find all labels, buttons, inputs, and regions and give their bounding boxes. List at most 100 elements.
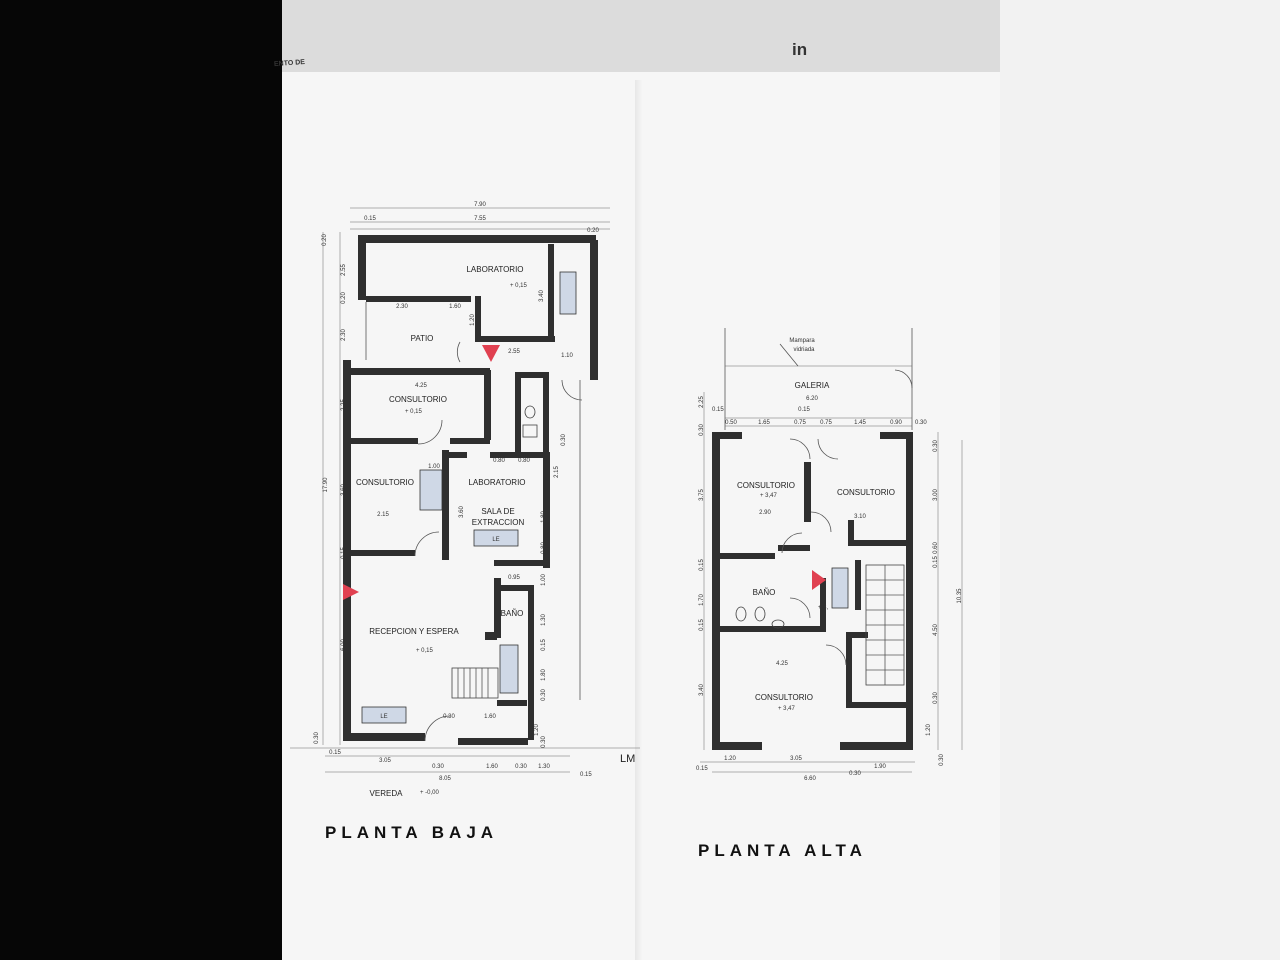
- sheet-fold: [635, 80, 643, 960]
- door-swing: [789, 597, 811, 619]
- dim-inner-y: 0.30: [541, 736, 547, 748]
- dim-inner-x: 1.20: [534, 724, 540, 736]
- dim-right-d5-upper: 4.50: [933, 624, 939, 636]
- dim-inner-s: 1.80: [541, 669, 547, 681]
- dim-galeria: 6.20: [806, 396, 818, 402]
- dim-left-d5-upper: 0.15: [699, 559, 705, 571]
- door-swing: [424, 715, 451, 742]
- dark-surface: [0, 0, 282, 960]
- level-consultorio-3-upper: + 3,47: [778, 706, 796, 712]
- dim-bottom-d2-upper: 1.20: [724, 756, 736, 762]
- level-recepcion: + 0,15: [416, 648, 434, 654]
- dim-top-d7: 0.90: [890, 420, 902, 426]
- le-fixture-upper: [831, 567, 849, 609]
- door-swing: [781, 532, 803, 554]
- dim-inner-u: 1.60: [484, 714, 496, 720]
- dim-inner-c: 1.20: [470, 314, 476, 326]
- dim-right-d1-upper: 0.30: [933, 440, 939, 452]
- dim-left-d1: 0.20: [322, 234, 328, 246]
- blueprint-sheet: [282, 72, 1000, 960]
- level-consultorio-1-upper: + 3,47: [760, 493, 778, 499]
- dim-inner-b: 1.60: [449, 304, 461, 310]
- room-bano-upper: BAÑO: [753, 588, 776, 597]
- dim-inner-b-upper: 3.10: [854, 514, 866, 520]
- dim-bottom-d4a: 0.30: [432, 764, 444, 770]
- dim-bottom-total: 8.05: [439, 776, 451, 782]
- level-consultorio: + 0,15: [405, 409, 423, 415]
- dim-inner-e: 2.55: [508, 349, 520, 355]
- dim-right-d6-upper: 10.35: [957, 588, 963, 604]
- bidet-icon: [754, 606, 766, 622]
- dim-inner-q: 0.95: [508, 575, 520, 581]
- dim-left-total: 17.90: [323, 477, 329, 493]
- dim-inner-h: 1.00: [428, 464, 440, 470]
- level-vereda: + -0,00: [420, 790, 440, 796]
- dim-inner-z: 0.30: [561, 434, 567, 446]
- dim-inner-v: 0.15: [541, 639, 547, 651]
- le-fixture-consultorio: [419, 469, 443, 511]
- sink-icon: [522, 424, 538, 438]
- dim-right-d9-upper: 0.30: [939, 754, 945, 766]
- dim-bottom-d3: 1.60: [486, 764, 498, 770]
- door-swing: [417, 419, 443, 445]
- dim-left-d2: 2.55: [341, 264, 347, 276]
- dim-inner-a-upper: 2.90: [759, 510, 771, 516]
- dim-bottom-d4-upper: 1.90: [874, 764, 886, 770]
- room-sala-line1: SALA DE: [481, 507, 514, 516]
- room-consultorio-1-upper: CONSULTORIO: [737, 481, 795, 490]
- dim-inner-j: 0.80: [493, 458, 505, 464]
- dim-inner-g: 4.25: [415, 383, 427, 389]
- dim-inner-k: 0.80: [518, 458, 530, 464]
- room-consultorio-3-upper: CONSULTORIO: [755, 693, 813, 702]
- dim-left-d4: 2.30: [341, 329, 347, 341]
- planta-alta-title: PLANTA ALTA: [698, 841, 867, 860]
- corner-text: in: [792, 40, 808, 59]
- dim-bottom-d7: 0.15: [580, 772, 592, 778]
- dim-left-d9: 0.30: [314, 732, 320, 744]
- mampara-line1: Mampara: [789, 338, 815, 344]
- dim-bottom-d2: 3.05: [379, 758, 391, 764]
- level-bano-upper: + 3,: [818, 605, 829, 611]
- dim-inner-c-upper: 4.25: [776, 661, 788, 667]
- door-swing: [561, 379, 583, 401]
- sink-icon: [771, 619, 785, 629]
- dim-right-d7-upper: 0.30: [933, 692, 939, 704]
- vereda-label: VEREDA: [370, 789, 404, 798]
- dim-right-d3-upper: 0.60: [933, 542, 939, 554]
- mampara-line2: vidriada: [793, 347, 815, 353]
- planta-baja: 7.90 7.55 0.15 0.20 0.20 2.55 0.20 2.30 …: [290, 202, 640, 842]
- dim-bottom-d1-upper: 0.15: [696, 766, 708, 772]
- dim-top-total: 7.90: [474, 202, 486, 208]
- dim-left-d7-upper: 0.15: [699, 619, 705, 631]
- dim-inner-d: 3.40: [539, 290, 545, 302]
- dim-bottom-d6: 0.30: [515, 764, 527, 770]
- door-swing: [810, 511, 832, 533]
- le-fixture-lab: [559, 271, 577, 315]
- dim-inner-f: 1.10: [561, 353, 573, 359]
- room-consultorio-2: CONSULTORIO: [356, 478, 414, 487]
- section-marker-icon: [343, 584, 359, 600]
- stair-ground: [451, 667, 499, 699]
- le-label-recepcion: LE: [380, 714, 387, 720]
- room-galeria: GALERIA: [795, 381, 830, 390]
- dim-left-d1-upper: 2.25: [699, 396, 705, 408]
- room-bano: BAÑO: [501, 609, 524, 618]
- dim-top-d6: 1.45: [854, 420, 866, 426]
- door-swing: [789, 438, 811, 460]
- dim-inner-o: 0.80: [541, 542, 547, 554]
- dim-top-d9: 0.30: [915, 420, 927, 426]
- room-consultorio-2-upper: CONSULTORIO: [837, 488, 895, 497]
- dim-inner-p: 1.00: [541, 574, 547, 586]
- door-swing: [894, 369, 913, 389]
- door-swing: [456, 341, 461, 363]
- dim-bottom-d1: 0.15: [329, 750, 341, 756]
- dim-bottom-d5: 1.30: [538, 764, 550, 770]
- dim-right-d4-upper: 0.15: [933, 556, 939, 568]
- dim-top-right: 0.20: [587, 228, 599, 234]
- background-surface-right: [1000, 0, 1280, 960]
- dim-top-d4: 0.15: [798, 407, 810, 413]
- dim-bottom-d6-upper: 0.30: [849, 771, 861, 777]
- dim-top-left: 0.15: [364, 216, 376, 222]
- planta-baja-title: PLANTA BAJA: [325, 823, 498, 842]
